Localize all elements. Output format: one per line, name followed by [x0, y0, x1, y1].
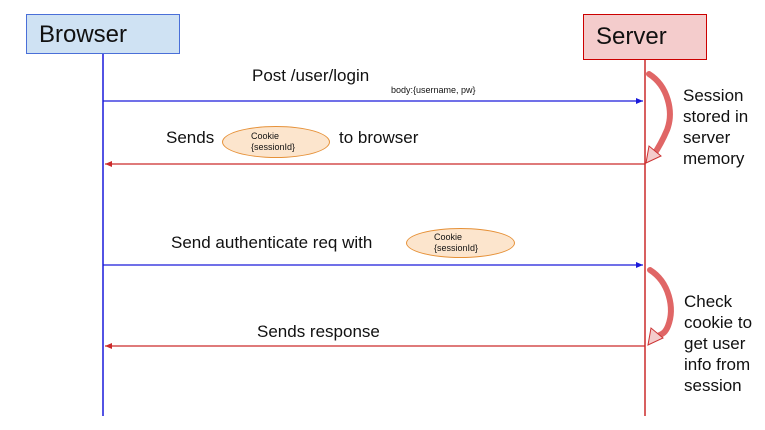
cookie-badge-title: Cookie — [251, 131, 280, 141]
session-note-line: memory — [683, 149, 745, 168]
check-cookie-note: Check cookie to get user info from sessi… — [684, 291, 752, 396]
session-store-curve-arrow — [646, 71, 673, 159]
cookie-badge-value: {sessionId} — [251, 142, 296, 152]
auth-request-label: Send authenticate req with — [171, 233, 373, 252]
login-message-body: body:{username, pw} — [391, 85, 476, 95]
login-message-label: Post /user/login — [252, 66, 370, 85]
cookie-badge-2-title: Cookie — [434, 232, 463, 242]
check-note-line: Check — [684, 292, 733, 311]
to-browser-label: to browser — [339, 128, 419, 147]
cookie-badge-2-value: {sessionId} — [434, 243, 479, 253]
browser-participant-box: Browser — [26, 14, 180, 54]
server-label: Server — [596, 23, 667, 50]
session-note-line: Session — [683, 86, 744, 105]
cookie-badge: Cookie {sessionId} — [222, 126, 330, 158]
session-note-line: server — [683, 128, 731, 147]
response-label: Sends response — [257, 322, 380, 341]
session-stored-note: Session stored in server memory — [683, 85, 748, 169]
server-participant-box: Server — [583, 14, 707, 60]
check-note-line: info from — [684, 355, 751, 374]
session-store-curve-arrowhead — [645, 145, 662, 164]
check-note-line: session — [684, 376, 742, 395]
check-note-line: get user — [684, 334, 746, 353]
check-cookie-curve-arrow — [647, 267, 674, 341]
browser-label: Browser — [39, 21, 128, 48]
sends-label: Sends — [166, 128, 215, 147]
check-note-line: cookie to — [684, 313, 753, 332]
check-cookie-curve-arrowhead — [647, 327, 664, 346]
session-note-line: stored in — [683, 107, 749, 126]
cookie-badge-2: Cookie {sessionId} — [406, 228, 515, 258]
